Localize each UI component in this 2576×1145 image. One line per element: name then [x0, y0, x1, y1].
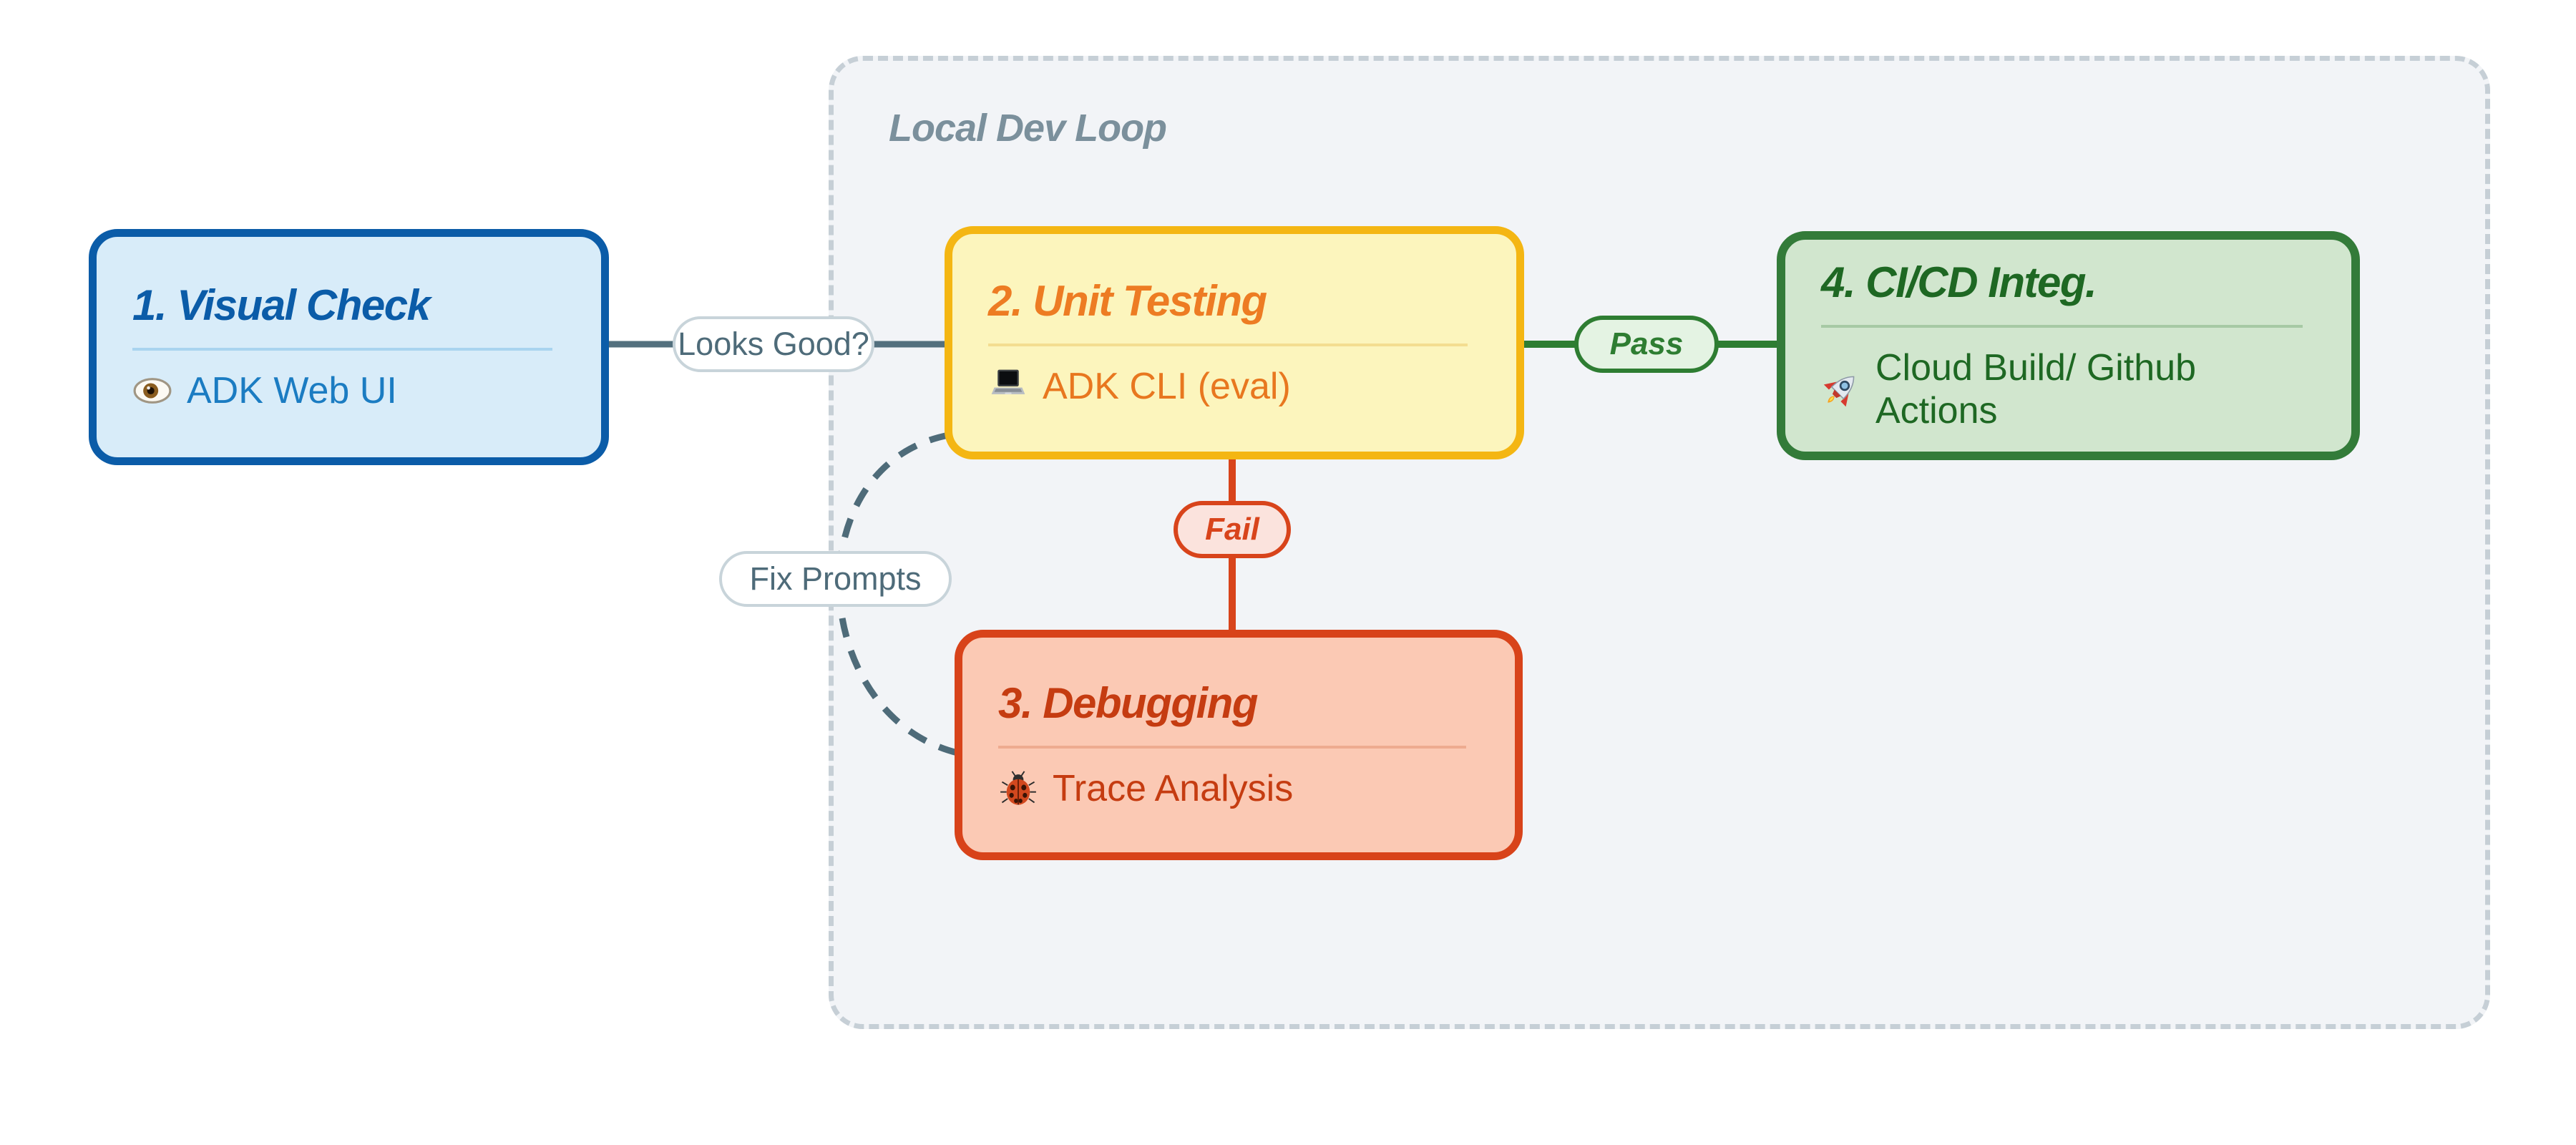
- node-body: Cloud Build/ Github Actions: [1821, 346, 2316, 432]
- node-body-text: ADK Web UI: [187, 370, 397, 411]
- node-body: ADK CLI (eval): [988, 365, 1480, 408]
- edge-label-fix-prompts: Fix Prompts: [719, 551, 952, 607]
- rocket-icon: [1823, 376, 1855, 407]
- node-divider: [998, 746, 1466, 749]
- node-title: 3. Debugging: [998, 679, 1258, 727]
- node-divider: [1821, 325, 2303, 328]
- laptop-icon: [991, 369, 1025, 394]
- node-unit-testing: 2. Unit Testing ADK CLI (eval): [945, 226, 1524, 459]
- edge-label-pass: Pass: [1574, 316, 1719, 373]
- edge-label-fail: Fail: [1174, 501, 1291, 558]
- node-cicd-integ: 4. CI/CD Integ. Cloud Build/ Github Acti…: [1777, 231, 2360, 460]
- edge-label-looks-good: Looks Good?: [673, 316, 874, 372]
- local-dev-loop-cluster: [829, 56, 2490, 1029]
- node-body-text: Trace Analysis: [1053, 768, 1294, 809]
- node-body-text: ADK CLI (eval): [1043, 366, 1291, 407]
- node-debugging: 3. Debugging Trace Analysis: [955, 630, 1523, 860]
- eye-icon: [133, 378, 172, 404]
- node-body: ADK Web UI: [132, 369, 565, 412]
- node-body-text: Cloud Build/ Github Actions: [1875, 347, 2197, 432]
- bug-icon: [1000, 771, 1036, 805]
- node-visual-check: 1. Visual Check ADK Web UI: [89, 229, 609, 465]
- cluster-label: Local Dev Loop: [889, 107, 1167, 150]
- node-title: 2. Unit Testing: [988, 277, 1267, 325]
- node-divider: [132, 348, 552, 351]
- node-title: 4. CI/CD Integ.: [1821, 258, 2097, 306]
- node-title: 1. Visual Check: [132, 281, 431, 329]
- node-body: Trace Analysis: [998, 767, 1479, 810]
- node-divider: [988, 344, 1468, 346]
